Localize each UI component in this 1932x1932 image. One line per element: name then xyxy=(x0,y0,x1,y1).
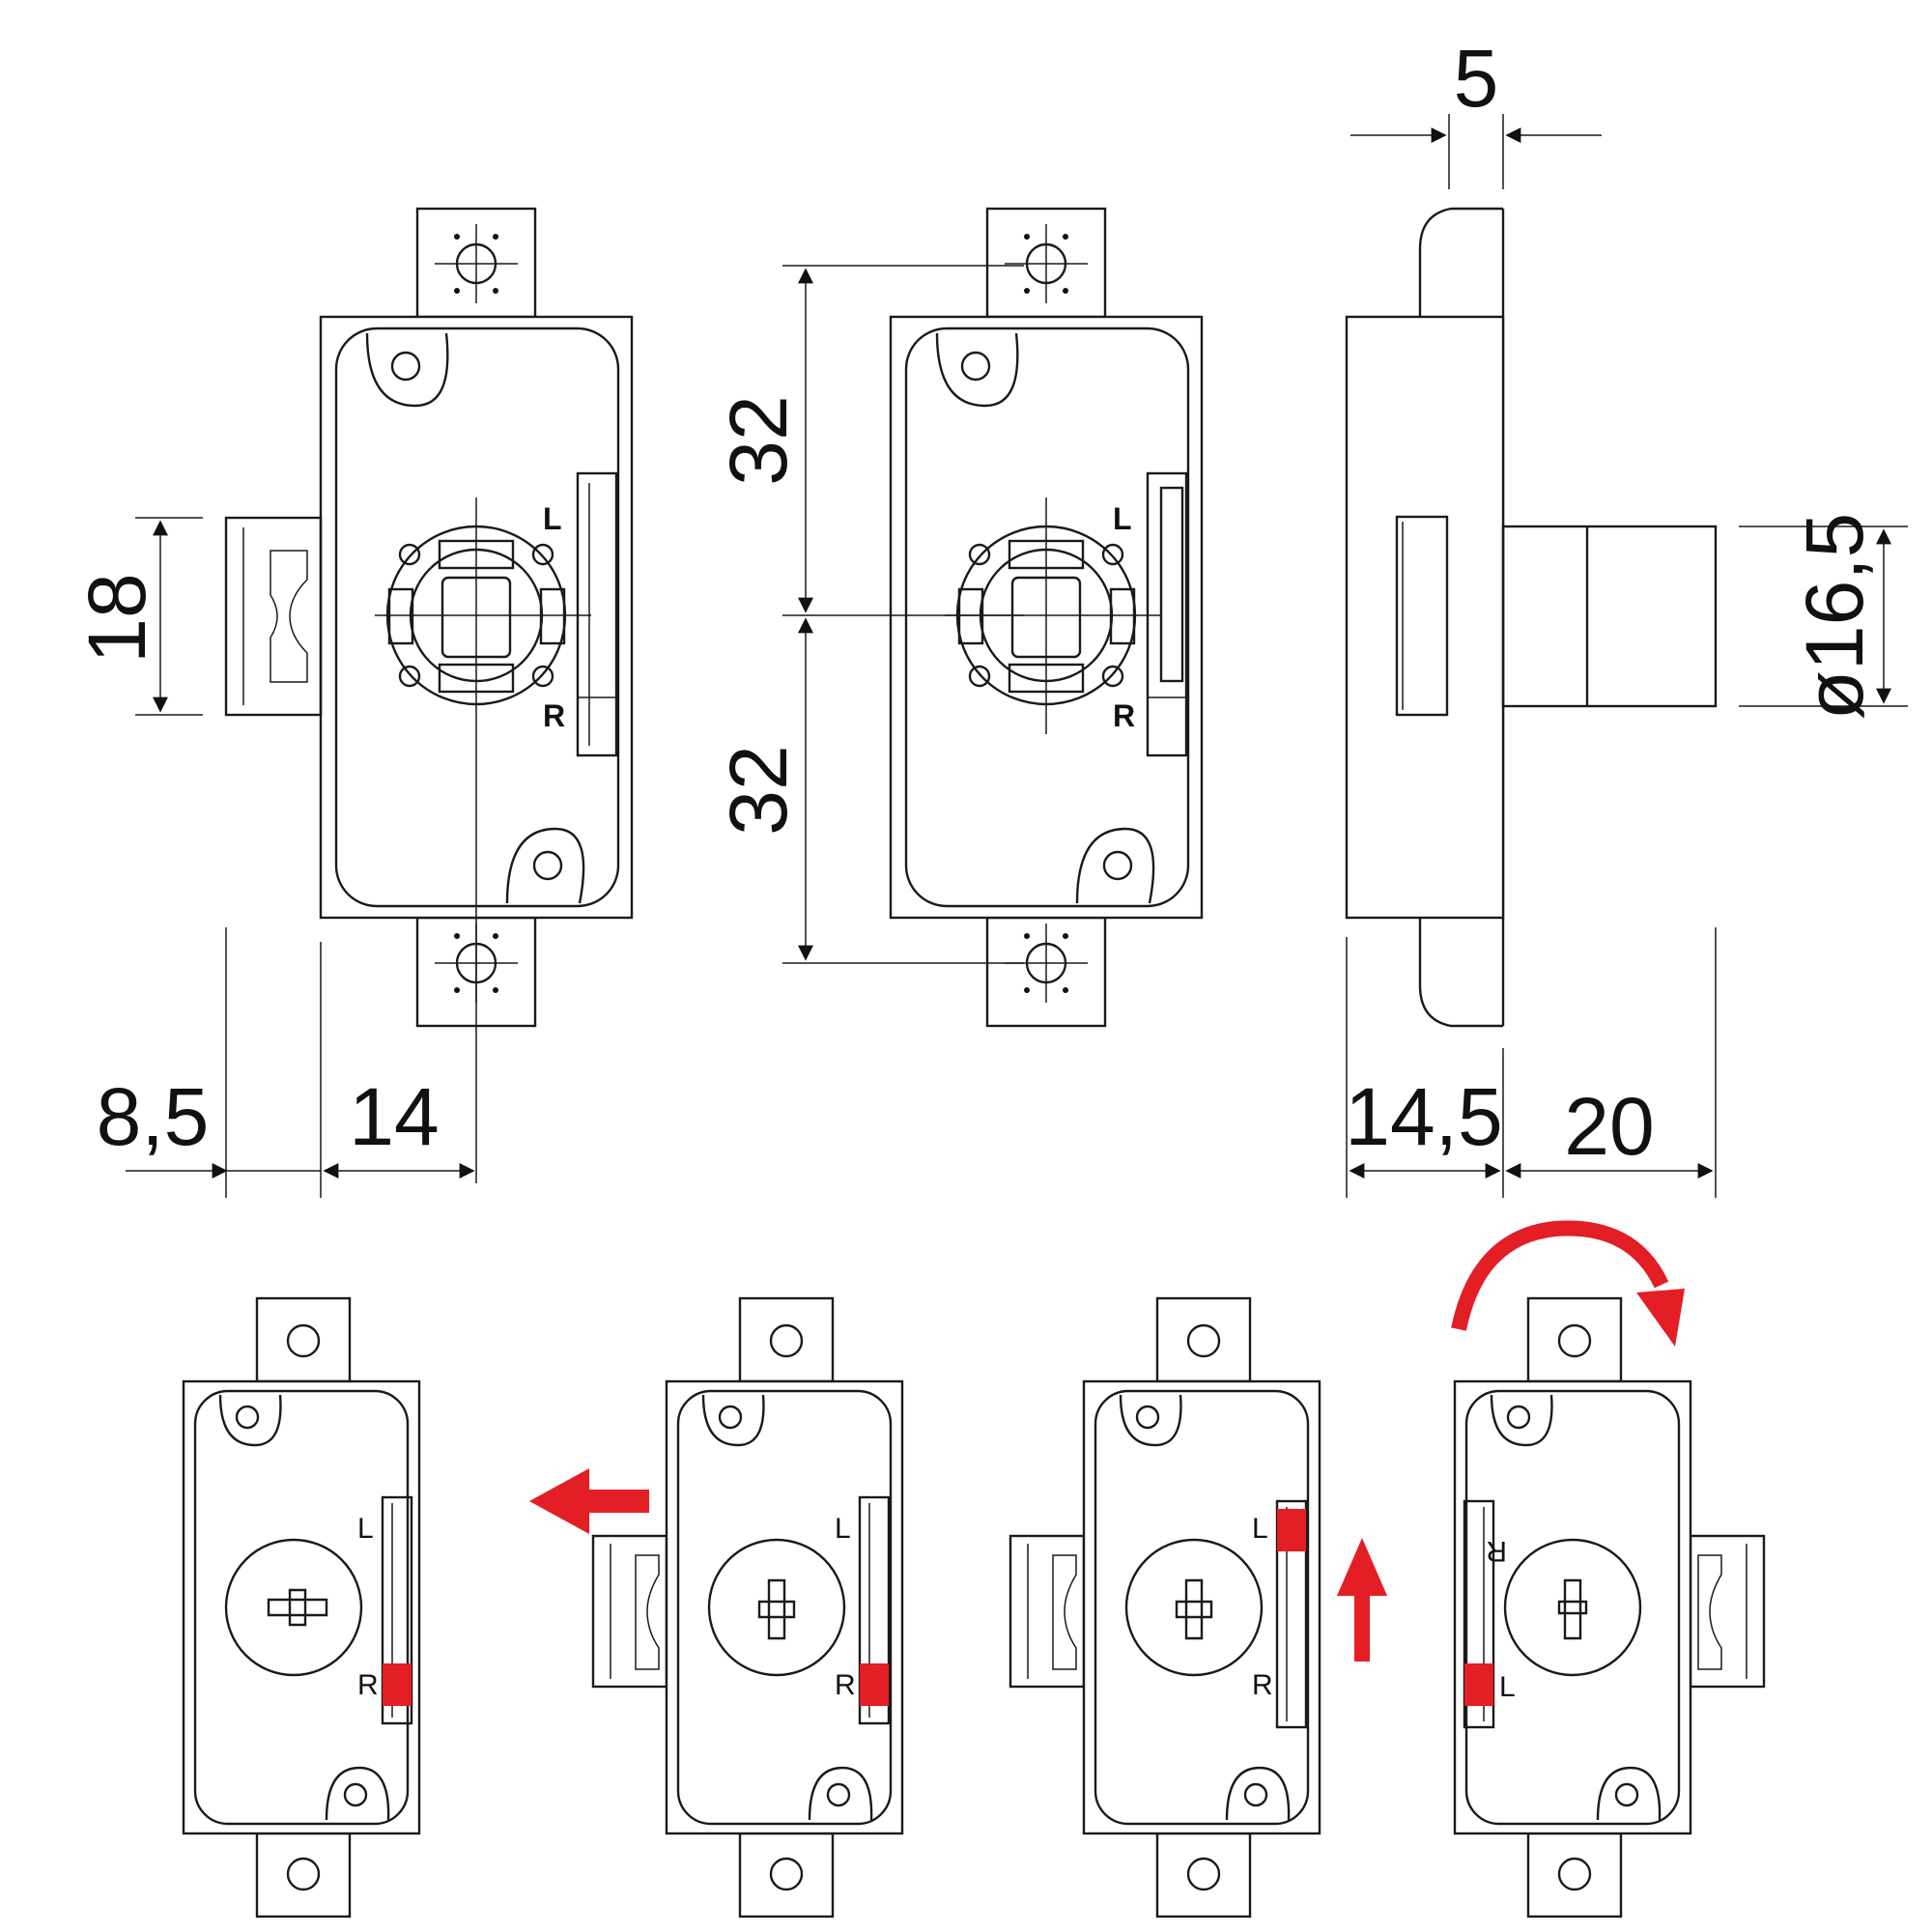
highlight-indicator xyxy=(1464,1663,1493,1706)
step-3-view: L R xyxy=(1009,1296,1387,1918)
dimension-diameter: ø16,5 xyxy=(1739,513,1908,721)
dim-32-upper-label: 32 xyxy=(713,395,804,485)
highlight-indicator xyxy=(1277,1509,1306,1551)
dim-5-label: 5 xyxy=(1454,33,1499,124)
dimension-cyl-height: 18 xyxy=(71,517,203,716)
dim-18-label: 18 xyxy=(71,573,162,663)
dimension-hole-spacing: 32 32 xyxy=(713,265,1024,964)
dim-14-5-label: 14,5 xyxy=(1345,1071,1503,1162)
step-1-view: L R xyxy=(182,1296,421,1918)
arrow-up-icon xyxy=(1337,1538,1387,1662)
step-4-view: R L xyxy=(1451,1220,1766,1918)
flange-hole-bottom xyxy=(1005,923,1088,1003)
marker-lower: R xyxy=(357,1669,379,1701)
highlight-indicator xyxy=(860,1663,889,1706)
marker-lower: R xyxy=(835,1669,856,1701)
marker-lower: R xyxy=(1252,1669,1273,1701)
dim-32-lower-label: 32 xyxy=(713,745,804,835)
marker-lower: L xyxy=(1499,1671,1516,1703)
flange-hole-top xyxy=(1005,224,1088,303)
rotate-clockwise-icon xyxy=(1451,1220,1685,1347)
dim-diameter-label: ø16,5 xyxy=(1789,513,1880,721)
marker-upper: R xyxy=(1486,1535,1507,1567)
dimension-bolt-offsets: 8,5 14 xyxy=(97,927,475,1198)
highlight-indicator xyxy=(383,1663,412,1706)
dim-14-label: 14 xyxy=(349,1071,439,1162)
marker-upper: L xyxy=(1113,501,1132,536)
front-view-left: L R xyxy=(224,207,634,1183)
marker-lower: R xyxy=(543,698,565,733)
marker-upper: L xyxy=(1252,1513,1268,1545)
marker-upper: L xyxy=(543,501,562,536)
arrow-left-icon xyxy=(529,1468,649,1534)
dim-20-label: 20 xyxy=(1564,1081,1654,1172)
dim-8-5-label: 8,5 xyxy=(97,1071,210,1162)
marker-upper: L xyxy=(835,1513,851,1545)
dimension-depths: 14,5 20 xyxy=(1345,927,1717,1198)
marker-upper: L xyxy=(357,1513,374,1545)
flange-hole-top xyxy=(435,224,518,303)
marker-lower: R xyxy=(1113,698,1135,733)
dimension-top-gap: 5 xyxy=(1350,33,1602,189)
side-view xyxy=(1345,207,1718,1028)
front-view-center: L R xyxy=(889,207,1204,1028)
step-2-view: L R xyxy=(529,1296,904,1918)
